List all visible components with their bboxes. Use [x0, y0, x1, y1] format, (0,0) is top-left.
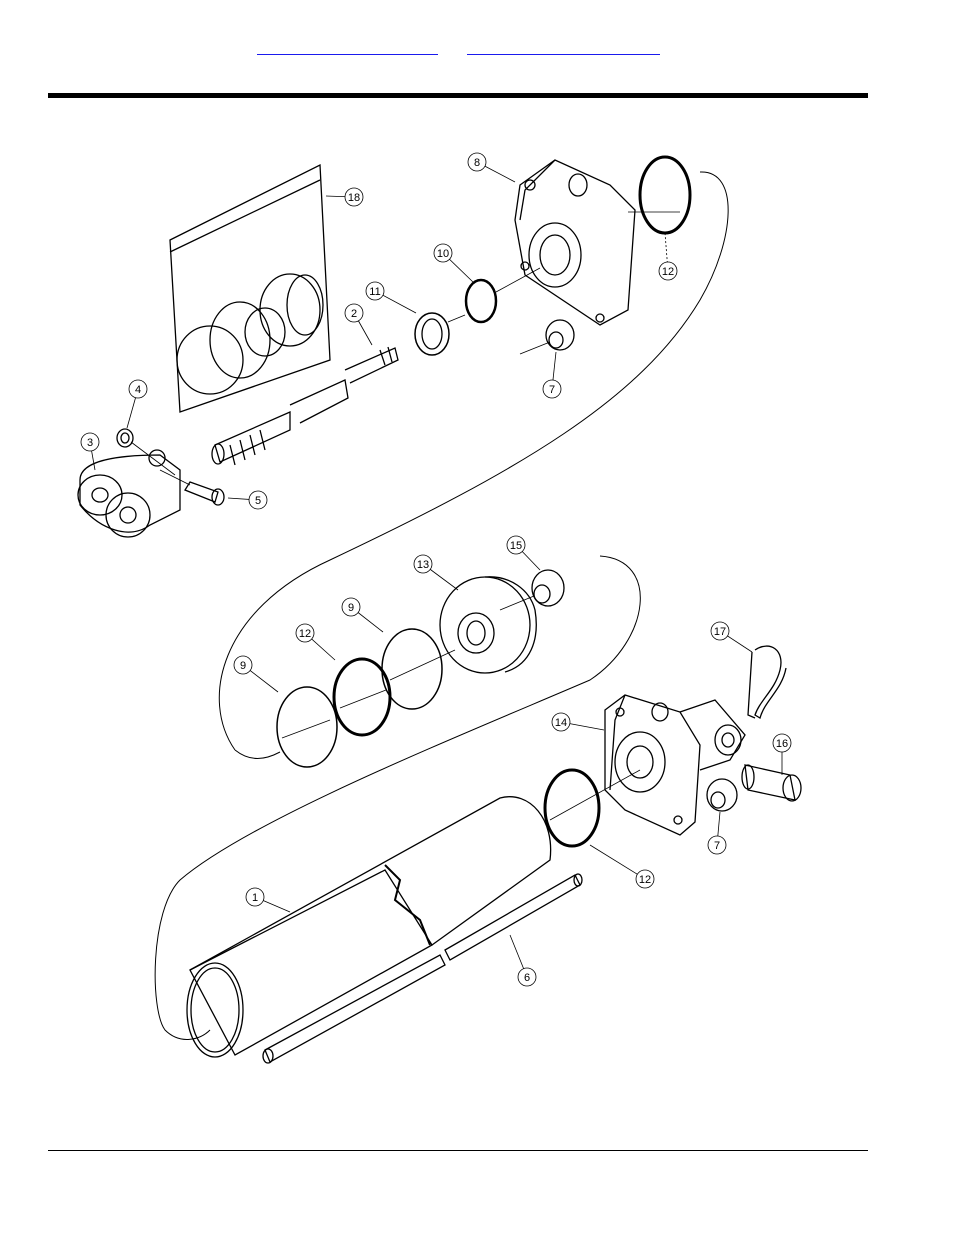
- callout-9b: 9: [342, 598, 383, 632]
- rod-end-head: [515, 160, 635, 325]
- callout-1: 1: [246, 888, 290, 912]
- wiper-11: [415, 313, 449, 355]
- svg-text:18: 18: [348, 192, 360, 204]
- callout-4: 4: [127, 380, 147, 428]
- nut-15: [500, 570, 564, 610]
- svg-text:9: 9: [348, 602, 354, 614]
- seal-kit-bag: [170, 165, 330, 412]
- pin-16: [742, 765, 801, 801]
- svg-text:16: 16: [776, 738, 788, 750]
- nut-7-top: [520, 320, 574, 354]
- svg-text:6: 6: [524, 972, 530, 984]
- svg-text:9: 9: [240, 660, 246, 672]
- svg-text:12: 12: [299, 628, 311, 640]
- nut-7-bottom: [707, 779, 737, 811]
- callout-2: 2: [345, 304, 372, 345]
- svg-text:4: 4: [135, 384, 141, 396]
- svg-text:13: 13: [417, 559, 429, 571]
- svg-text:7: 7: [714, 840, 720, 852]
- svg-text:12: 12: [639, 874, 651, 886]
- ring-10: [466, 280, 496, 322]
- nut-4: [117, 429, 133, 447]
- svg-text:2: 2: [351, 308, 357, 320]
- callout-5: 5: [228, 491, 267, 509]
- bolt-5: [160, 470, 224, 505]
- callout-3: 3: [81, 433, 99, 470]
- callout-18: 18: [326, 188, 363, 206]
- callout-17: 17: [711, 622, 752, 652]
- callout-9a: 9: [234, 656, 278, 692]
- callout-7a: 7: [543, 352, 561, 398]
- piston: [440, 577, 536, 673]
- callout-11: 11: [366, 282, 416, 313]
- svg-text:14: 14: [555, 717, 567, 729]
- callout-16: 16: [773, 734, 791, 775]
- svg-text:7: 7: [549, 384, 555, 396]
- callout-12a: 12: [659, 233, 677, 280]
- svg-text:11: 11: [369, 286, 380, 298]
- piston-rod: [212, 347, 398, 465]
- callout-6: 6: [510, 935, 536, 986]
- svg-text:3: 3: [87, 437, 93, 449]
- callouts: 1 2 3 4 5 6 7 7 8 9 9 10 11 12 12 12 13 …: [81, 153, 791, 986]
- ring-9-right: [382, 629, 442, 709]
- callout-8: 8: [468, 153, 515, 182]
- callout-15: 15: [507, 536, 540, 570]
- callout-14: 14: [552, 713, 604, 731]
- svg-text:15: 15: [510, 540, 522, 552]
- callout-10: 10: [434, 244, 473, 282]
- clevis: [78, 450, 180, 537]
- svg-text:1: 1: [252, 892, 258, 904]
- callout-12b: 12: [296, 624, 335, 660]
- svg-text:10: 10: [437, 248, 449, 260]
- barrel: [187, 797, 551, 1057]
- hairpin-17: [748, 646, 786, 718]
- base-end-head: [605, 695, 745, 835]
- svg-text:8: 8: [474, 157, 480, 169]
- ring-12-top: [640, 157, 690, 233]
- svg-text:12: 12: [662, 266, 674, 278]
- svg-text:5: 5: [255, 495, 261, 507]
- ring-9-left: [277, 687, 337, 767]
- svg-text:17: 17: [714, 626, 726, 638]
- callout-13: 13: [414, 555, 458, 590]
- callout-12c: 12: [590, 845, 654, 888]
- footer-rule: [48, 1150, 868, 1151]
- callout-7b: 7: [708, 812, 726, 854]
